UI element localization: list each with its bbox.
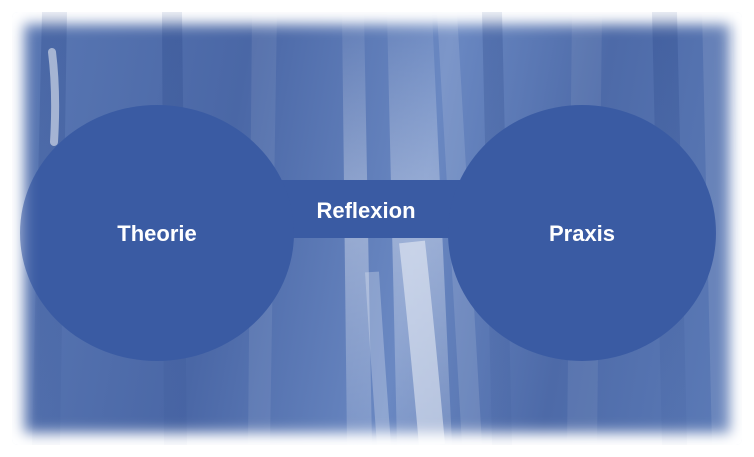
- reflexion-connector-bar: [270, 180, 470, 238]
- theorie-label: Theorie: [117, 221, 197, 246]
- theorie-circle: [20, 105, 294, 361]
- praxis-label: Praxis: [548, 221, 616, 246]
- reflexion-label: Reflexion: [316, 198, 416, 223]
- praxis-circle: [448, 105, 716, 361]
